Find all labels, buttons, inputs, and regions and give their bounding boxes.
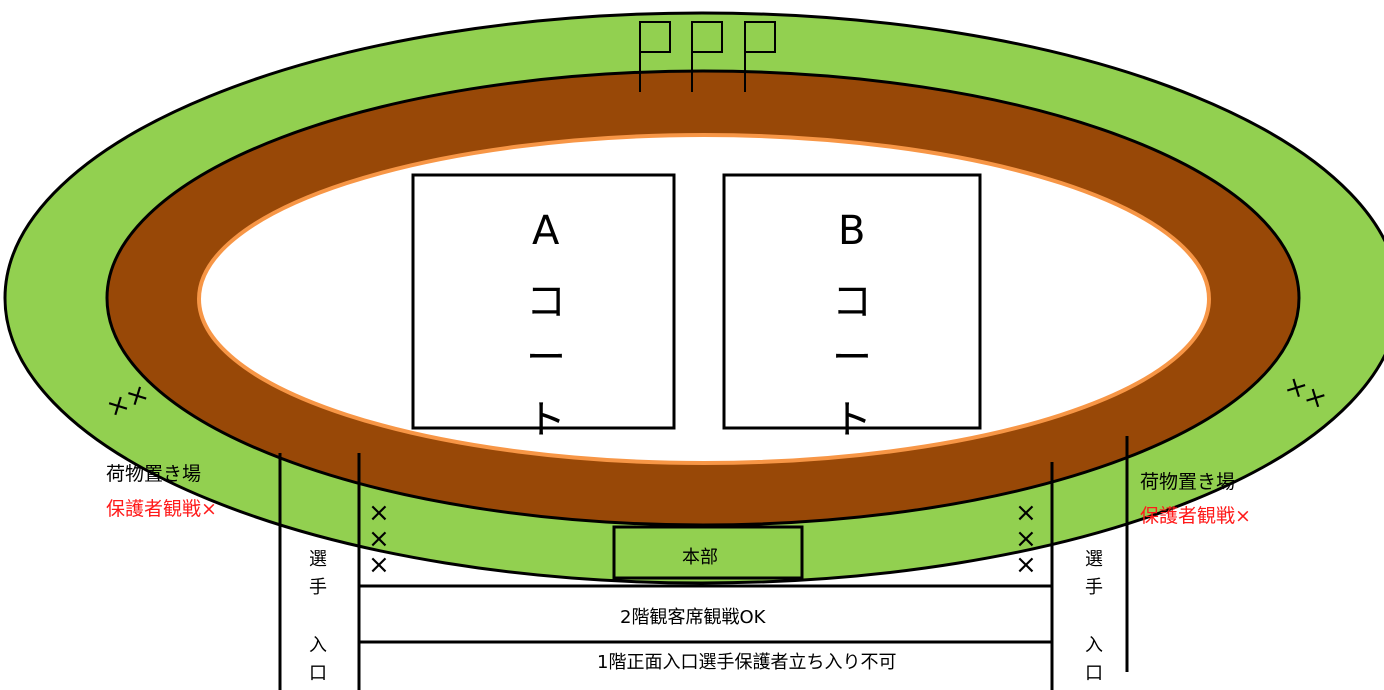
right-entrance-char-1: 選 — [1085, 549, 1103, 570]
court-b-box — [722, 173, 982, 430]
flags-icon — [639, 21, 776, 92]
left-entrance-char-4: 口 — [309, 663, 327, 684]
inner-arena — [197, 133, 1211, 465]
right-entrance-char-3: 入 — [1085, 635, 1103, 656]
left-area-note: 保護者観戦× — [106, 498, 217, 520]
headquarters-label: 本部 — [682, 547, 718, 568]
left-entrance-char-1: 選 — [309, 549, 327, 570]
court-a-char-2: ー — [526, 335, 566, 381]
court-a-box — [411, 173, 676, 430]
court-a-char-3: ト — [526, 397, 566, 443]
court-b-letter: B — [838, 208, 866, 254]
court-a-char-1: コ — [526, 279, 566, 325]
right-entrance-char-2: 手 — [1085, 577, 1103, 598]
right-entrance-char-4: 口 — [1085, 663, 1103, 684]
left-entrance-marks: × × × — [368, 498, 390, 580]
right-area-note: 保護者観戦× — [1140, 505, 1251, 527]
right-area-title: 荷物置き場 — [1140, 471, 1236, 493]
court-b-char-2: ー — [832, 335, 872, 381]
second-floor-label: 2階観客席観戦OK — [620, 607, 766, 628]
first-floor-notice: 1階正面入口選手保護者立ち入り不可 — [597, 652, 897, 673]
left-entrance-char-2: 手 — [309, 577, 327, 598]
right-entrance-marks: × × × — [1015, 498, 1037, 580]
left-area-title: 荷物置き場 — [106, 463, 202, 485]
court-b-char-3: ト — [832, 397, 872, 443]
court-a-letter: A — [532, 208, 560, 254]
headquarters-box — [612, 525, 804, 580]
entrance-lines — [278, 436, 1129, 690]
court-b-char-1: コ — [832, 279, 872, 325]
left-entrance-char-3: 入 — [309, 635, 327, 656]
